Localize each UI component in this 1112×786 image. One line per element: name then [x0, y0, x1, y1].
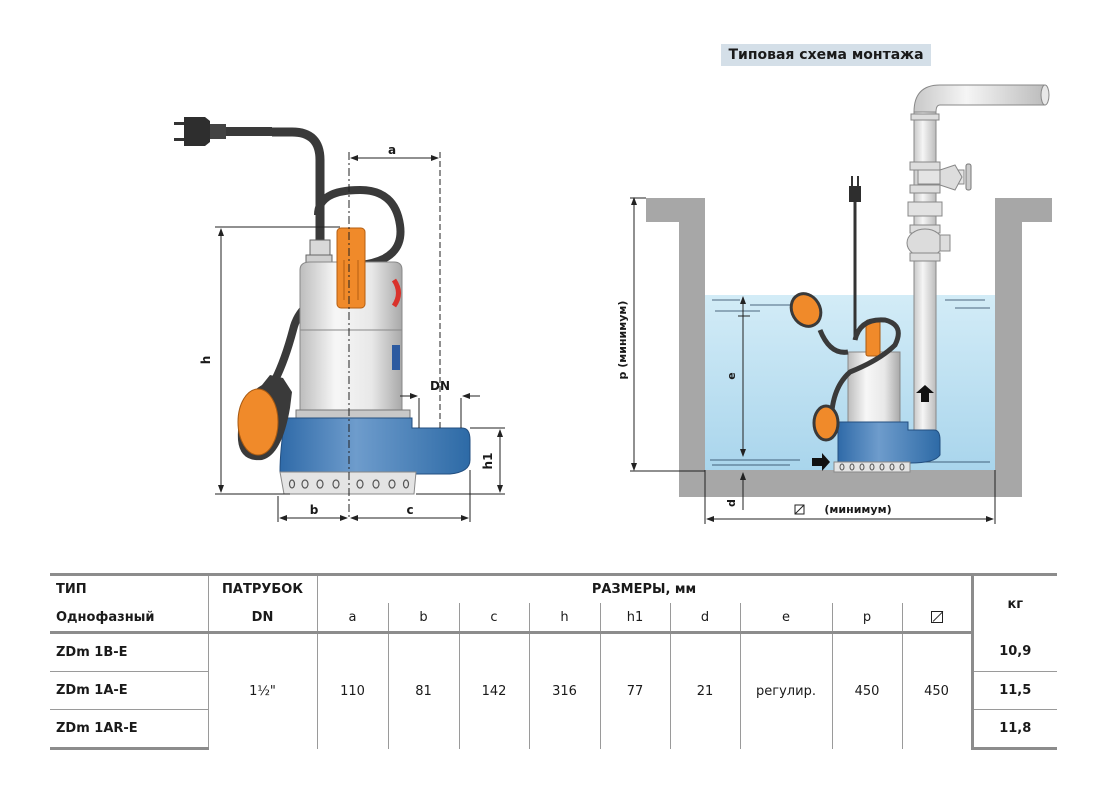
dim-label-square: (минимум) [824, 503, 891, 516]
motor-housing [299, 261, 403, 411]
square-section-icon [930, 611, 943, 623]
table-row: ZDm 1A-E 11,5 [50, 671, 1057, 710]
header-square [901, 603, 972, 634]
square-section-icon [794, 504, 805, 515]
header-dimensions: РАЗМЕРЫ, мм [316, 573, 972, 603]
header-b: b [387, 603, 459, 634]
dim-label-a: a [388, 143, 396, 157]
header-h1: h1 [599, 603, 670, 634]
header-a: a [316, 603, 388, 634]
cell-d: 21 [669, 632, 740, 749]
pit-wall [646, 198, 1052, 497]
dim-label-h1: h1 [481, 453, 495, 470]
drawings: a h DN h1 b c [174, 84, 1052, 524]
cell-b: 81 [387, 632, 459, 749]
header-type: ТИП [50, 573, 208, 603]
header-e: e [739, 603, 832, 634]
header-h: h [528, 603, 600, 634]
cell-dn: 1½" [207, 632, 317, 749]
model-name: ZDm 1AR-E [50, 709, 208, 750]
dim-label-dn: DN [430, 379, 450, 393]
header-phase: Однофазный [50, 603, 208, 634]
header-row-1: ТИП ПАТРУБОК РАЗМЕРЫ, мм кг [50, 573, 1057, 633]
header-weight: кг [970, 573, 1057, 633]
table-row: ZDm 1B-E 1½" 110 81 142 316 77 21 регули… [50, 632, 1057, 749]
header-outlet: ПАТРУБОК [207, 573, 317, 603]
flow-up-arrow-icon [916, 385, 934, 402]
installation-title: Типовая схема монтажа [721, 44, 931, 66]
plug-icon [174, 117, 272, 146]
cell-h1: 77 [599, 632, 670, 749]
dim-label-h: h [199, 356, 213, 365]
cell-c: 142 [458, 632, 529, 749]
installation-diagram: p (минимум) e d (минимум) [616, 84, 1052, 524]
cell-square: 450 [901, 632, 972, 749]
power-cable [272, 127, 325, 250]
dim-label-d: d [725, 499, 738, 507]
header-row-2: Однофазный DN a b c h h1 d e p [50, 603, 1057, 634]
dimensions-table: ТИП ПАТРУБОК РАЗМЕРЫ, мм кг Однофазный D… [50, 573, 1057, 750]
model-weight: 11,8 [970, 709, 1057, 750]
dim-label-e: e [725, 372, 738, 379]
cell-h: 316 [528, 632, 600, 749]
model-weight: 10,9 [970, 632, 1057, 672]
table-row: ZDm 1AR-E 11,8 [50, 709, 1057, 750]
pump-volute [279, 417, 471, 475]
model-name: ZDm 1B-E [50, 632, 208, 672]
handle [336, 227, 366, 309]
header-p: p [831, 603, 902, 634]
cell-e: регулир. [739, 632, 832, 749]
dim-label-p: p (минимум) [616, 301, 629, 380]
header-d: d [669, 603, 740, 634]
strainer [279, 471, 417, 495]
dim-label-b: b [310, 503, 319, 517]
model-weight: 11,5 [970, 671, 1057, 710]
cell-p: 450 [831, 632, 902, 749]
header-c: c [458, 603, 529, 634]
cell-a: 110 [316, 632, 388, 749]
dim-label-c: c [406, 503, 413, 517]
pump-dimension-drawing: a h DN h1 b c [174, 117, 505, 522]
header-dn: DN [207, 603, 317, 634]
float-switch [237, 388, 279, 456]
model-name: ZDm 1A-E [50, 671, 208, 710]
inflow-arrow-icon [812, 453, 830, 471]
